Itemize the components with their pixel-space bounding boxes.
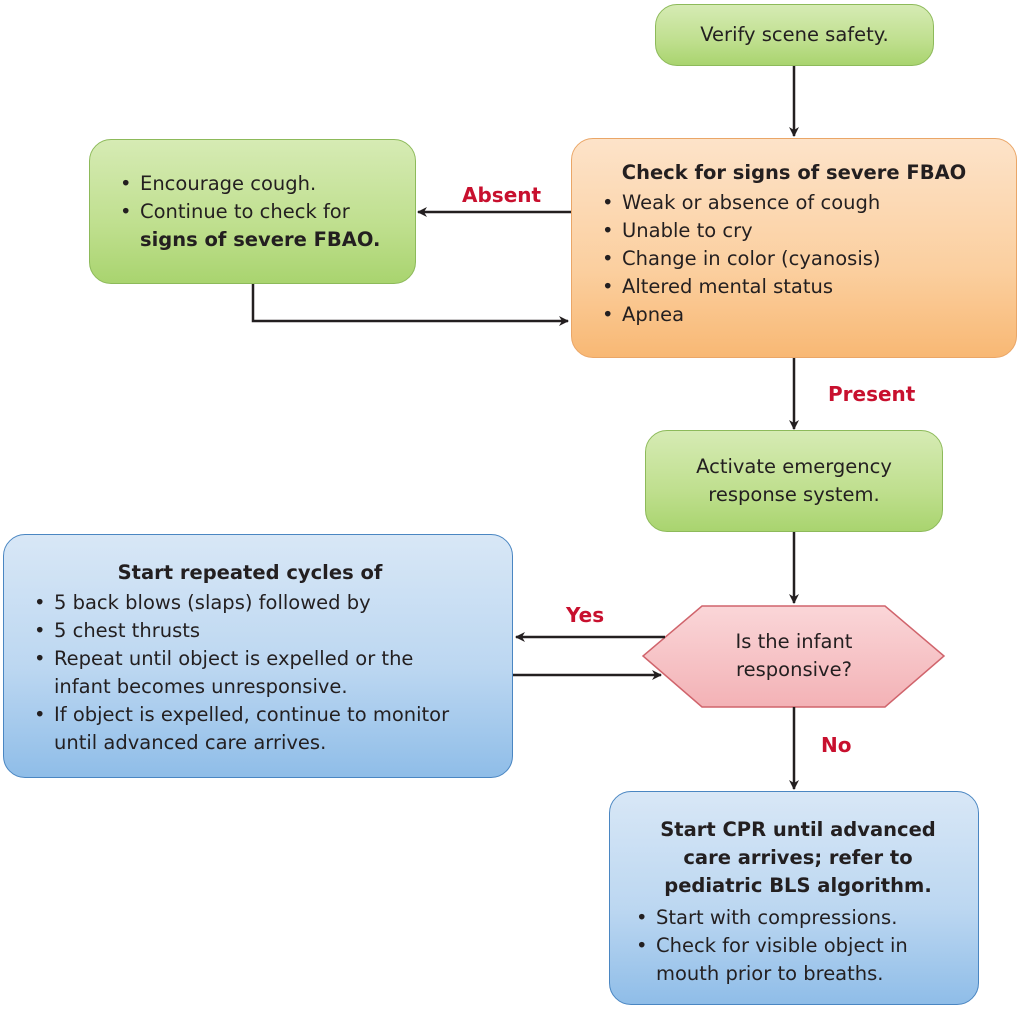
verify-text: Verify scene safety. (700, 23, 889, 46)
check-item: Altered mental status (598, 273, 1004, 301)
node-encourage-cough: Encourage cough. Continue to check for s… (89, 139, 416, 284)
check-heading: Check for signs of severe FBAO (621, 161, 967, 184)
node-activate-ems: Activate emergency response system. (645, 430, 943, 532)
check-item: Apnea (598, 301, 1004, 329)
node-start-cpr: Start CPR until advanced care arrives; r… (609, 791, 979, 1005)
check-item: Weak or absence of cough (598, 189, 1004, 217)
decision-line1: Is the infant (735, 630, 853, 653)
encourage-item-bold: signs of severe FBAO. (140, 228, 381, 251)
cpr-item: Check for visible object in mouth prior … (632, 932, 964, 988)
edge-label-present: Present (828, 382, 916, 406)
activate-line1: Activate emergency (696, 455, 892, 478)
encourage-item-text: Continue to check for (140, 200, 350, 223)
check-item: Change in color (cyanosis) (598, 245, 1004, 273)
cycles-item: 5 back blows (slaps) followed by (30, 589, 460, 617)
check-list: Weak or absence of cough Unable to cry C… (598, 189, 1004, 329)
node-verify-scene-safety: Verify scene safety. (655, 4, 934, 66)
edge-label-no: No (821, 733, 852, 757)
cpr-heading: Start CPR until advanced care arrives; r… (660, 818, 936, 897)
decision-shape (641, 605, 946, 708)
node-decision-responsive: Is the infant responsive? (690, 628, 898, 684)
node-check-fbao: Check for signs of severe FBAO Weak or a… (571, 138, 1017, 358)
cpr-item: Start with compressions. (632, 904, 964, 932)
encourage-list: Encourage cough. Continue to check for s… (116, 170, 405, 254)
cycles-item: 5 chest thrusts (30, 617, 460, 645)
cpr-list: Start with compressions. Check for visib… (632, 904, 964, 988)
encourage-item: Continue to check for signs of severe FB… (116, 198, 405, 254)
cycles-list: 5 back blows (slaps) followed by 5 chest… (30, 589, 500, 757)
decision-line2: responsive? (736, 658, 852, 681)
activate-line2: response system. (708, 483, 880, 506)
cycles-heading: Start repeated cycles of (117, 561, 383, 584)
check-item: Unable to cry (598, 217, 1004, 245)
edge-encourage-check (251, 284, 569, 326)
cycles-item: If object is expelled, continue to monit… (30, 701, 460, 757)
encourage-item: Encourage cough. (116, 170, 405, 198)
edge-label-yes: Yes (566, 603, 605, 627)
cycles-item: Repeat until object is expelled or the i… (30, 645, 460, 701)
node-repeated-cycles: Start repeated cycles of 5 back blows (s… (3, 534, 513, 778)
edge-label-absent: Absent (462, 183, 542, 207)
